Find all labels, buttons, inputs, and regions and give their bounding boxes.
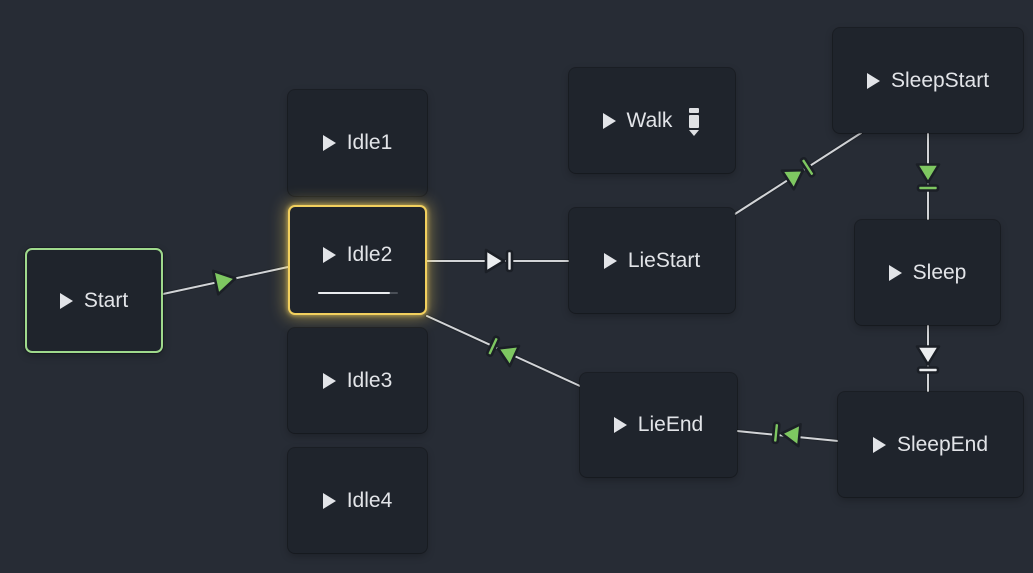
play-icon xyxy=(59,292,73,309)
state-label: LieStart xyxy=(627,248,701,272)
play-icon xyxy=(603,252,617,269)
play-icon xyxy=(602,112,616,129)
playback-progress-fill xyxy=(317,292,390,294)
transition-end-icon-liestart-sleepstart[interactable] xyxy=(780,156,816,191)
state-label: Sleep xyxy=(912,260,967,284)
state-label: Idle1 xyxy=(346,131,393,154)
state-label: SleepEnd xyxy=(896,432,989,456)
state-label: Idle2 xyxy=(346,243,393,266)
state-node-idle2[interactable]: Idle2 xyxy=(288,205,427,315)
state-node-walk[interactable]: Walk xyxy=(569,68,735,173)
edge-shadows xyxy=(161,131,930,443)
state-node-sleep[interactable]: Sleep xyxy=(855,220,1000,325)
state-label: LieEnd xyxy=(637,413,704,436)
play-icon xyxy=(322,372,336,389)
state-label: Idle4 xyxy=(346,488,393,512)
transition-end-icon-sleep-sleepend[interactable] xyxy=(915,345,941,374)
play-icon xyxy=(872,436,886,453)
play-icon xyxy=(888,264,902,281)
transition-end-icon-idle2-liestart[interactable] xyxy=(484,248,514,274)
play-icon xyxy=(613,417,627,433)
state-node-idle1[interactable]: Idle1 xyxy=(288,90,427,196)
state-label: Idle3 xyxy=(346,368,393,392)
state-label: Start xyxy=(83,288,129,312)
transition-end-icon-lieend-idle2[interactable] xyxy=(485,335,521,368)
state-node-lieend[interactable]: LieEnd xyxy=(580,373,737,477)
play-icon xyxy=(866,72,880,89)
edit-animation-icon[interactable] xyxy=(687,107,701,136)
transition-end-icon-sleepend-lieend[interactable] xyxy=(771,421,802,448)
state-label: Walk xyxy=(626,108,673,132)
state-node-idle4[interactable]: Idle4 xyxy=(288,448,427,553)
state-node-start[interactable]: Start xyxy=(25,248,163,353)
play-icon xyxy=(322,492,336,509)
state-label: SleepStart xyxy=(890,68,990,92)
state-node-sleepstart[interactable]: SleepStart xyxy=(833,28,1023,133)
transition-immediate-icon-start-idle2[interactable] xyxy=(211,267,238,296)
state-node-liestart[interactable]: LieStart xyxy=(569,208,735,313)
state-node-sleepend[interactable]: SleepEnd xyxy=(838,392,1023,497)
edge-lines xyxy=(162,132,929,442)
play-icon xyxy=(322,135,336,151)
playback-progress-track xyxy=(317,292,398,294)
transition-end-icon-sleepstart-sleep[interactable] xyxy=(915,163,941,192)
play-icon xyxy=(322,247,336,263)
state-node-idle3[interactable]: Idle3 xyxy=(288,328,427,433)
